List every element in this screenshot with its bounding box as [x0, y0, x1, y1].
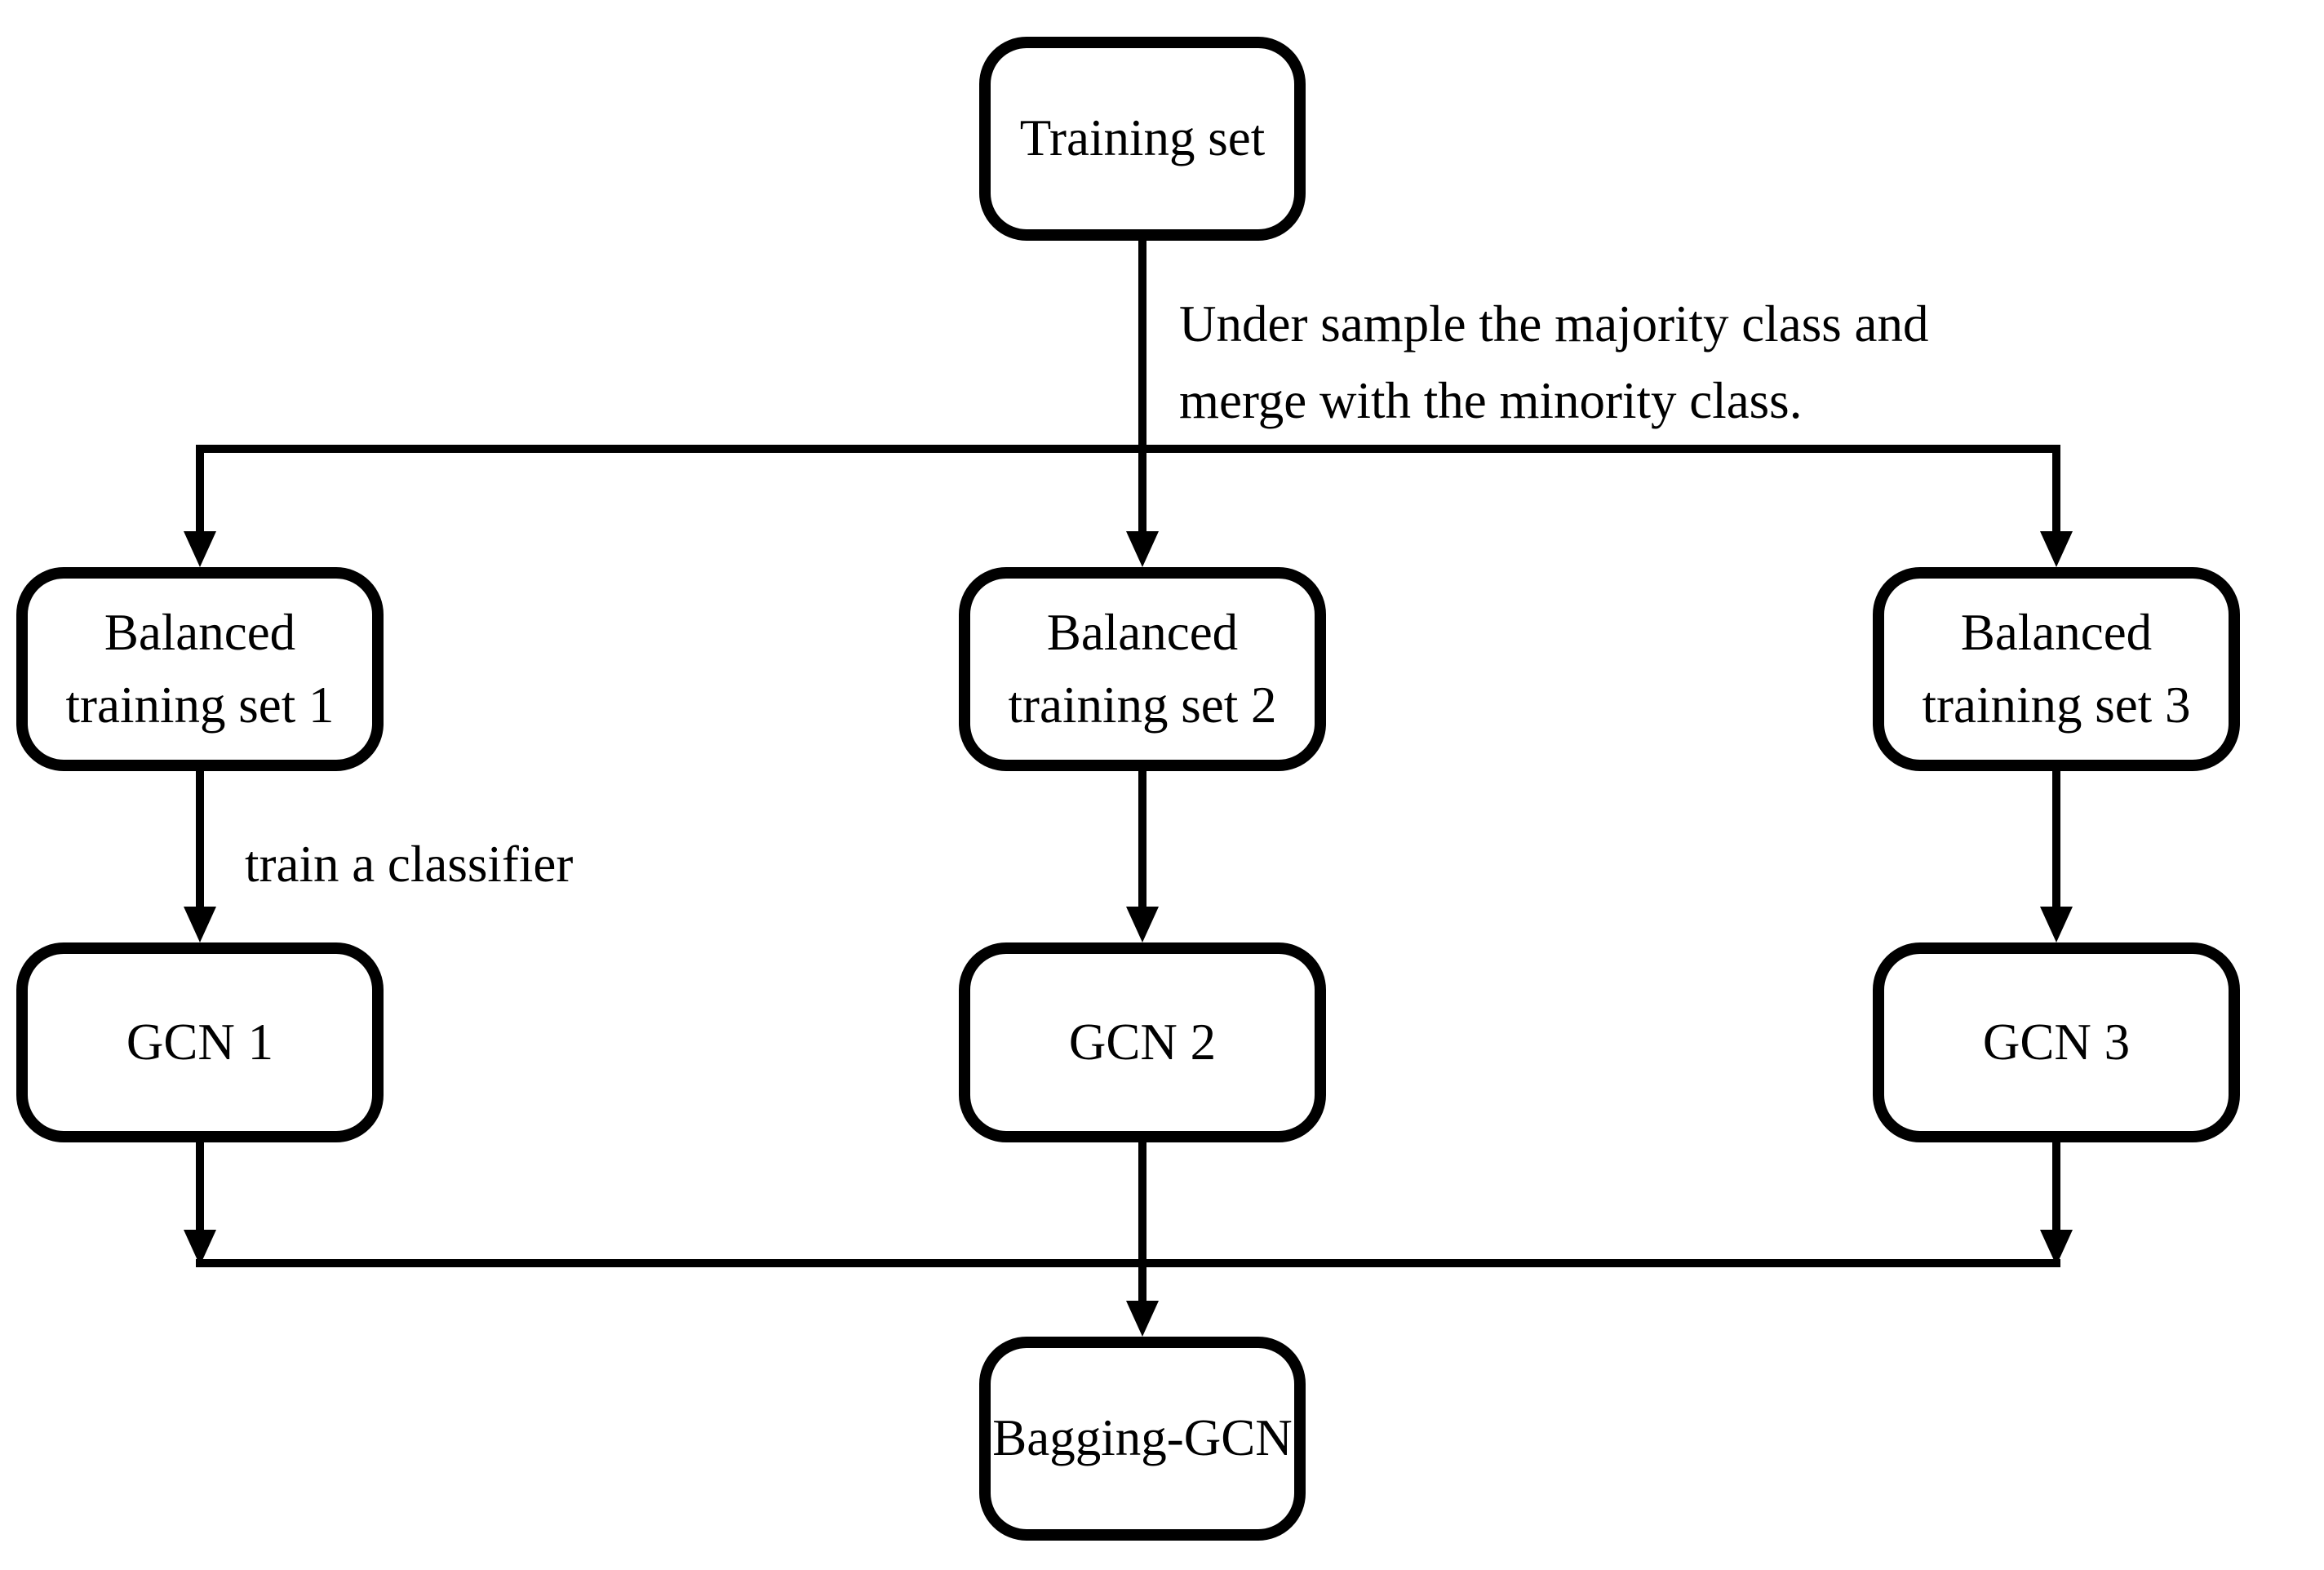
arrowhead-down-icon	[1126, 907, 1159, 942]
merge-line	[196, 1259, 2060, 1267]
arrowhead-down-icon	[1126, 1301, 1159, 1337]
node-balanced-training-set-2: Balanced training set 2	[959, 567, 1326, 771]
node-balanced-training-set-3: Balanced training set 3	[1873, 567, 2240, 771]
edge-gcn2-to-bagging	[1138, 1142, 1146, 1306]
edge-label-undersample: Under sample the majority class and merg…	[1179, 295, 1929, 429]
edge-balanced1-to-gcn1	[196, 771, 204, 910]
node-training-set: Training set	[979, 37, 1306, 241]
arrowhead-down-icon	[184, 531, 216, 567]
split-line	[196, 445, 2060, 453]
edge-label-train-classifier: train a classifier	[245, 836, 574, 893]
edge-gcn3-to-merge-line	[2052, 1142, 2060, 1232]
edge-balanced3-to-gcn3	[2052, 771, 2060, 910]
edge-training-to-split-line	[1138, 241, 1146, 449]
edge-balanced2-to-gcn2	[1138, 771, 1146, 910]
node-bagging-gcn: Bagging-GCN	[979, 1337, 1306, 1541]
arrowhead-down-icon	[2040, 531, 2073, 567]
node-gcn-3: GCN 3	[1873, 942, 2240, 1142]
arrowhead-down-icon	[184, 907, 216, 942]
arrowhead-down-icon	[1126, 531, 1159, 567]
arrowhead-down-icon	[2040, 907, 2073, 942]
edge-split-to-balanced-1	[196, 445, 204, 534]
edge-split-to-balanced-3	[2052, 445, 2060, 534]
edge-gcn1-to-merge-line	[196, 1142, 204, 1232]
node-gcn-1: GCN 1	[16, 942, 384, 1142]
node-balanced-training-set-1: Balanced training set 1	[16, 567, 384, 771]
edge-split-to-balanced-2	[1138, 449, 1146, 534]
node-gcn-2: GCN 2	[959, 942, 1326, 1142]
